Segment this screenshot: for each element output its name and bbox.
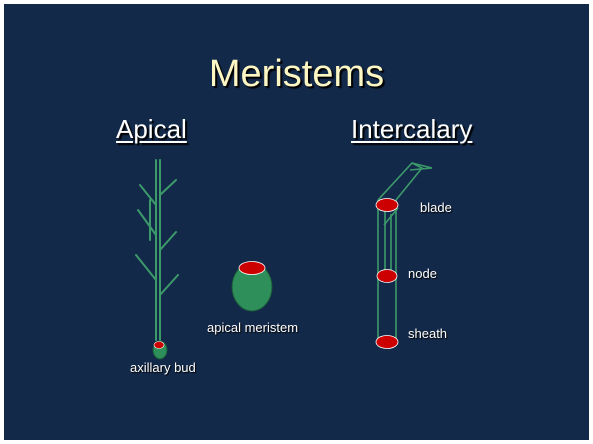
heading-apical: Apical: [116, 114, 187, 145]
node-meristem: [377, 270, 397, 283]
sheath-meristem: [376, 336, 398, 349]
blade-meristem: [376, 199, 398, 212]
label-sheath: sheath: [408, 326, 447, 341]
axillary-bud-meristem: [154, 342, 164, 349]
intercalary-stem: [378, 163, 432, 342]
label-apical-meristem: apical meristem: [207, 320, 298, 335]
heading-intercalary: Intercalary: [351, 114, 472, 145]
slide-title: Meristems: [0, 53, 593, 96]
label-node: node: [408, 266, 437, 281]
apical-shoot: [136, 160, 178, 340]
label-axillary-bud: axillary bud: [130, 360, 196, 375]
label-blade: blade: [420, 200, 452, 215]
apical-meristem-red: [239, 262, 265, 275]
